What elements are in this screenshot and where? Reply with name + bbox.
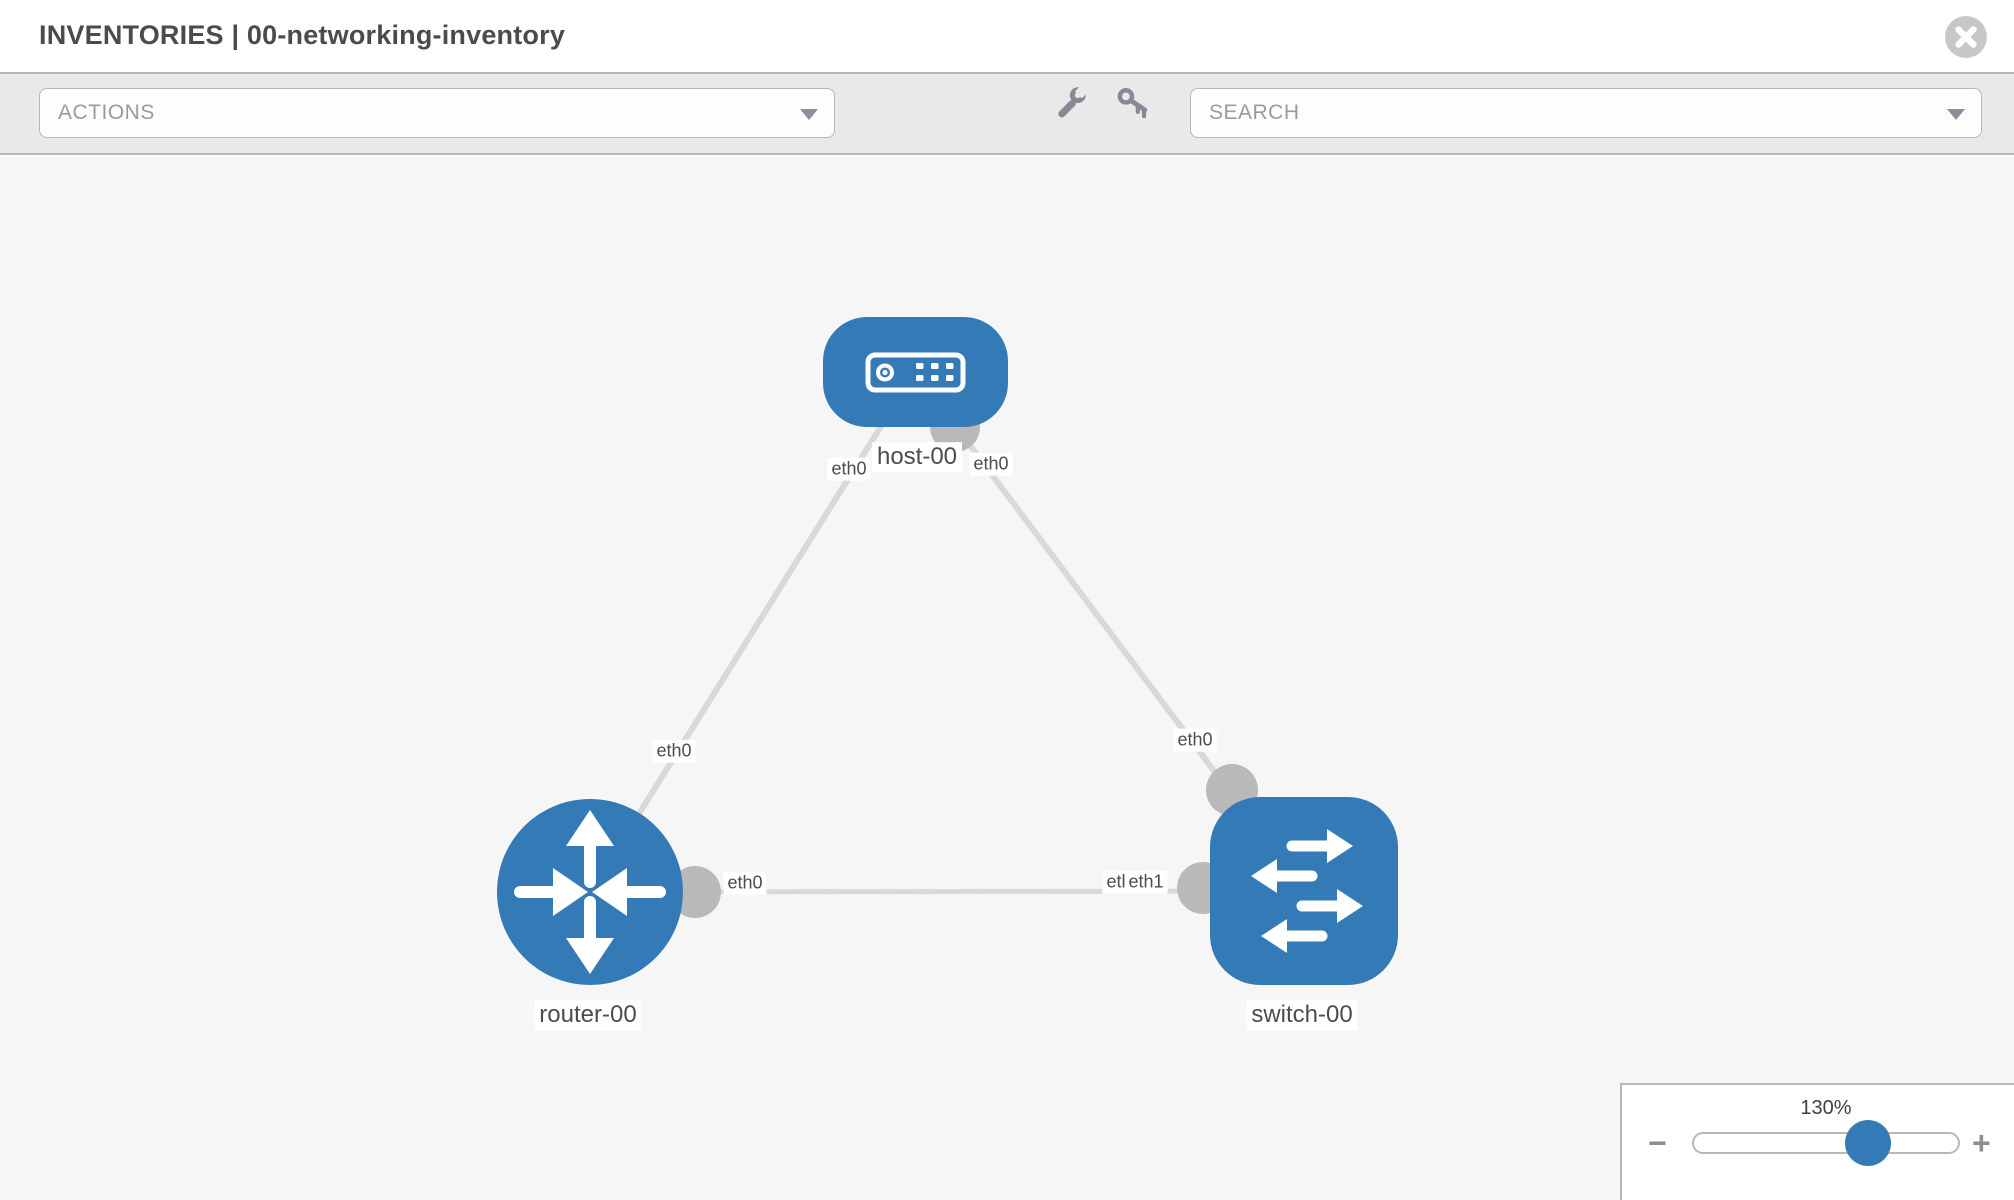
chevron-down-icon bbox=[1947, 109, 1965, 120]
search-dropdown[interactable]: SEARCH bbox=[1190, 88, 1982, 138]
toolbar: ACTIONS SEARCH bbox=[0, 72, 2014, 155]
actions-placeholder: ACTIONS bbox=[58, 101, 155, 124]
zoom-in-button[interactable]: + bbox=[1972, 1125, 1991, 1161]
search-placeholder: SEARCH bbox=[1209, 101, 1300, 124]
interface-label-host-left: eth0 bbox=[827, 457, 871, 481]
page-title: INVENTORIES | 00-networking-inventory bbox=[39, 20, 566, 50]
node-router[interactable] bbox=[497, 799, 683, 985]
node-label-host: host-00 bbox=[871, 442, 963, 472]
host-icon bbox=[865, 352, 966, 393]
interface-label-router-eth0: eth0 bbox=[723, 871, 767, 895]
zoom-level: 130% bbox=[1800, 1097, 1852, 1119]
interface-label-host-right: eth0 bbox=[969, 452, 1013, 476]
close-button[interactable] bbox=[1944, 15, 1988, 59]
topology-canvas[interactable]: host-00 router-00 switch-00 eth0 eth0 et… bbox=[0, 156, 2014, 1200]
key-button[interactable] bbox=[1116, 85, 1150, 119]
key-icon bbox=[1117, 88, 1148, 119]
interface-label-link-router: eth0 bbox=[652, 739, 696, 763]
zoom-panel: 130% − + bbox=[1620, 1083, 2014, 1200]
actions-dropdown[interactable]: ACTIONS bbox=[39, 88, 835, 138]
chevron-down-icon bbox=[800, 109, 818, 120]
wrench-icon bbox=[1058, 87, 1086, 118]
page-header: INVENTORIES | 00-networking-inventory bbox=[0, 0, 2014, 72]
zoom-slider-track[interactable] bbox=[1692, 1132, 1960, 1154]
switch-icon bbox=[1251, 829, 1363, 953]
interface-endpoints bbox=[669, 402, 1258, 918]
interface-label-switch-eth1: eth1 bbox=[1124, 870, 1168, 894]
wrench-button[interactable] bbox=[1054, 85, 1088, 119]
node-label-router: router-00 bbox=[534, 1000, 642, 1030]
interface-label-link-switch: eth0 bbox=[1173, 728, 1217, 752]
node-label-switch: switch-00 bbox=[1246, 1000, 1358, 1030]
node-host[interactable] bbox=[823, 317, 1008, 427]
zoom-out-button[interactable]: − bbox=[1648, 1125, 1667, 1161]
node-switch[interactable] bbox=[1210, 797, 1398, 985]
x-circle-icon bbox=[1945, 16, 1987, 58]
router-icon bbox=[514, 810, 666, 974]
zoom-slider-handle[interactable] bbox=[1845, 1120, 1891, 1166]
